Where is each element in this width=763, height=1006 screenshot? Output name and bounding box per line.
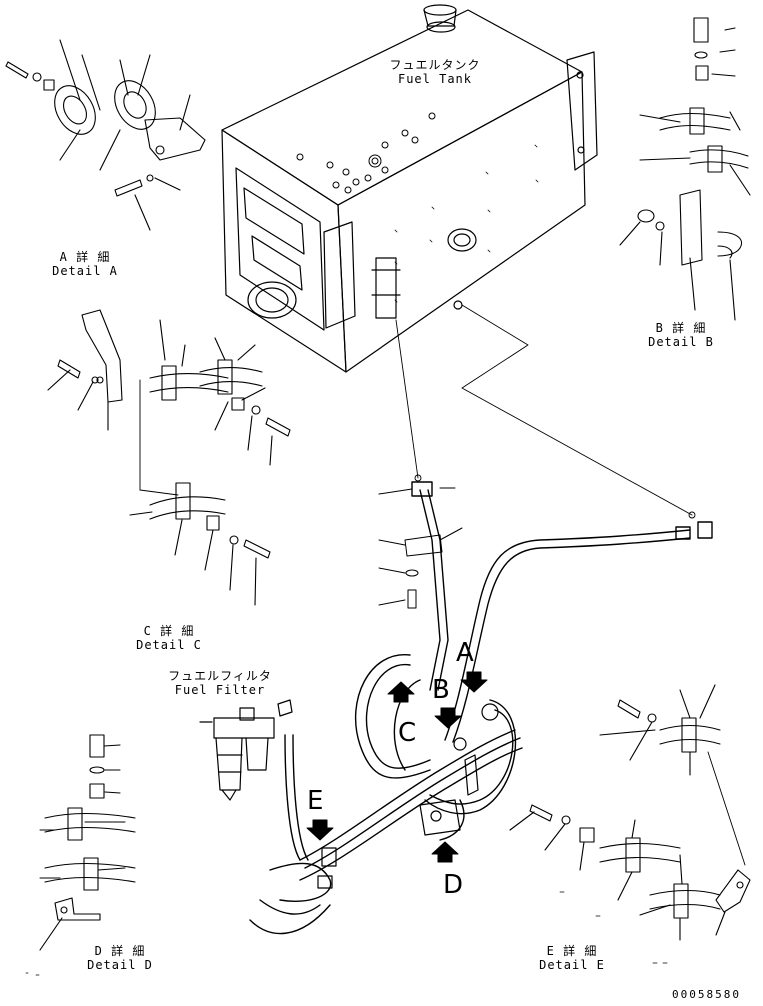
detail-e-drawing	[509, 684, 751, 941]
detail-a-label-jp: A 詳 細	[59, 250, 111, 264]
detail-b-label-en: Detail B	[648, 335, 714, 349]
view-letter-a: A	[456, 638, 474, 668]
detail-c-label-jp: C 詳 細	[143, 624, 195, 638]
view-letter-e: E	[307, 786, 324, 816]
fuel-tank-label: フュエルタンク Fuel Tank	[380, 58, 490, 86]
detail-e-label-jp: E 詳 細	[546, 944, 598, 958]
detail-a-drawing	[5, 39, 206, 231]
detail-e-label-en: Detail E	[539, 958, 605, 972]
fuel-tank-label-jp: フュエルタンク	[389, 58, 481, 72]
view-letter-c: C	[398, 718, 417, 748]
fuel-filter-label: フュエルフィルタ Fuel Filter	[162, 669, 278, 697]
fuel-filter-label-jp: フュエルフィルタ	[168, 669, 272, 683]
detail-d-label-en: Detail D	[87, 958, 153, 972]
view-direction-arrow-icon	[306, 671, 488, 863]
detail-d-label: D 詳 細 Detail D	[75, 944, 165, 972]
drawing-number: 00058580	[672, 988, 741, 1001]
fuel-hoses	[249, 481, 713, 935]
fuel-tank-label-en: Fuel Tank	[397, 72, 473, 86]
view-letter-b: B	[432, 675, 450, 705]
detail-e-label: E 詳 細 Detail E	[527, 944, 617, 972]
view-letter-d: D	[443, 870, 464, 900]
detail-d-drawing	[39, 734, 136, 951]
fuel-filter-label-en: Fuel Filter	[174, 683, 266, 697]
detail-b-label-jp: B 詳 細	[655, 321, 707, 335]
detail-a-label-en: Detail A	[52, 264, 118, 278]
fuel-filter	[199, 699, 293, 801]
detail-b-label: B 詳 細 Detail B	[636, 321, 726, 349]
detail-a-label: A 詳 細 Detail A	[40, 250, 130, 278]
detail-c-label: C 詳 細 Detail C	[124, 624, 214, 652]
fuel-tank	[221, 4, 598, 373]
detail-d-label-jp: D 詳 細	[94, 944, 146, 958]
detail-c-drawing	[47, 309, 291, 606]
detail-c-label-en: Detail C	[136, 638, 202, 652]
detail-b-drawing	[619, 17, 751, 321]
